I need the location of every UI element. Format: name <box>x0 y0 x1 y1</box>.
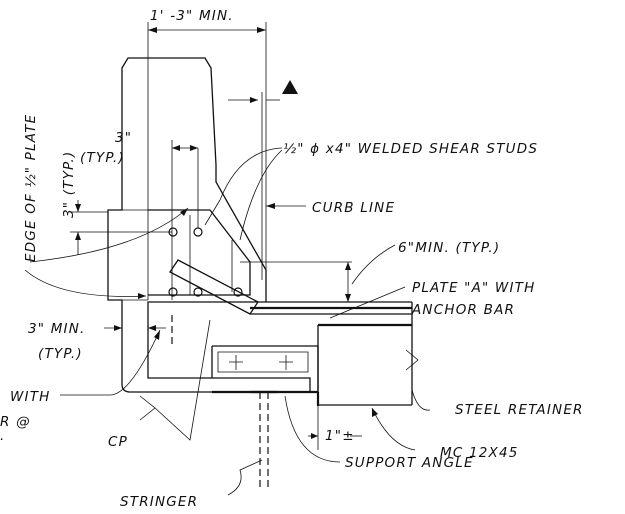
label-stringer: STRINGER <box>120 494 198 510</box>
label-cp: CP <box>108 434 128 450</box>
label-shear-studs: ½" ϕ x4" WELDED SHEAR STUDS <box>283 141 538 157</box>
stud-circle <box>233 287 243 297</box>
anchor-bar <box>169 259 259 315</box>
stringer <box>171 315 278 490</box>
label-six-min: 6"MIN. (TYP.) <box>398 240 500 256</box>
label-plate-a-line2: ANCHOR BAR <box>411 302 515 318</box>
cp-marker <box>139 395 156 421</box>
dim-three-typ-h <box>171 140 199 300</box>
label-plate-a-line1: PLATE "A" WITH <box>412 280 535 296</box>
label-three-inch: 3" <box>115 130 132 146</box>
stud-circle <box>193 287 203 297</box>
dim-three-min <box>104 325 166 331</box>
label-support-angle: SUPPORT ANGLE <box>345 455 474 471</box>
label-r-at: R @ <box>0 414 31 430</box>
steel-retainer <box>317 323 419 406</box>
section-marker-icon <box>282 80 298 94</box>
label-one-inch: 1"± <box>325 428 355 444</box>
curb-outline <box>107 57 311 393</box>
plate-a <box>250 301 413 325</box>
label-typ2: (TYP.) <box>38 346 83 362</box>
label-with: WITH <box>10 389 51 405</box>
label-three-typ-vertical: 3" (TYP.) <box>61 151 77 219</box>
dim-one-inch <box>308 406 362 450</box>
label-steel-retainer: STEEL RETAINER <box>455 402 584 418</box>
label-three-min: 3" MIN. <box>28 321 86 337</box>
label-dot: . <box>0 428 6 444</box>
leaders <box>24 147 431 496</box>
label-plate-edge: EDGE OF ½" PLATE <box>23 114 39 262</box>
dim-three-typ-v <box>70 200 172 255</box>
curb-line <box>228 80 306 280</box>
label-curb-line: CURB LINE <box>312 200 395 216</box>
stud-circle <box>193 227 203 237</box>
dim-min-width <box>147 22 267 302</box>
label-mc: MC 12X45 <box>440 445 519 461</box>
stud-circle <box>168 287 178 297</box>
edge-plate <box>108 209 210 300</box>
label-min-width: 1' -3" MIN. <box>150 8 234 24</box>
label-typ: (TYP.) <box>80 150 125 166</box>
dim-six-min <box>240 244 396 302</box>
support-angle-block <box>211 345 320 406</box>
